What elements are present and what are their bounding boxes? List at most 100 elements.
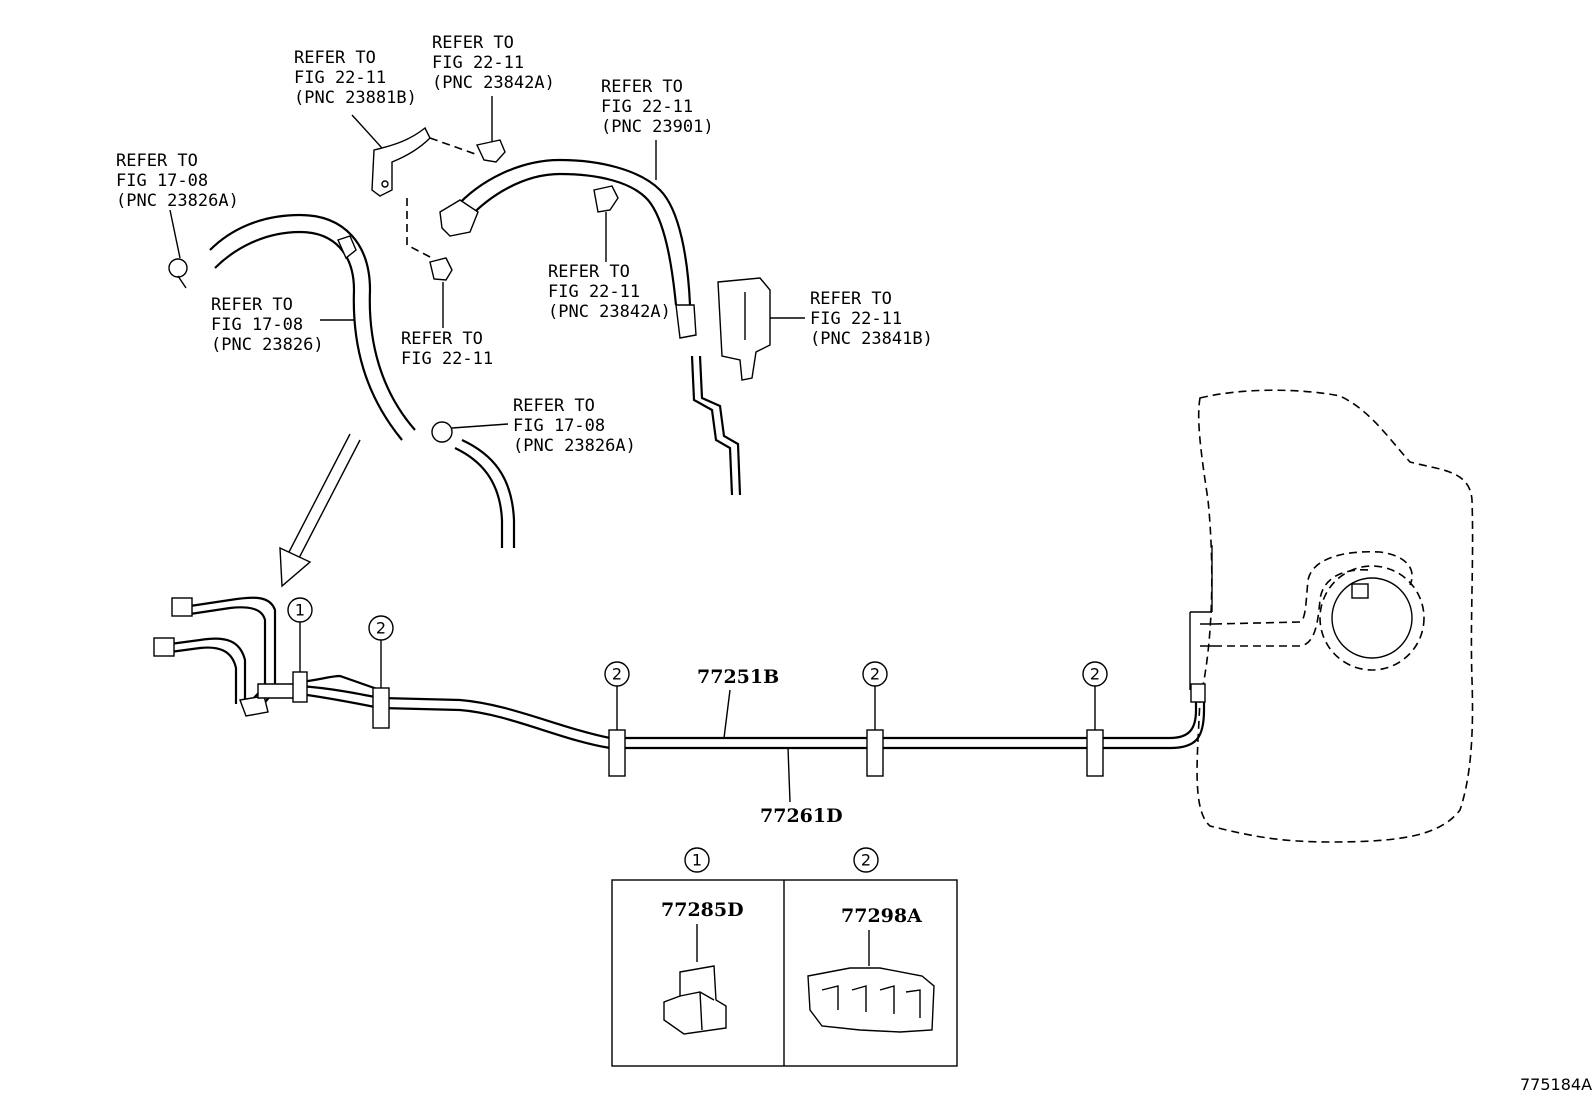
- hose-outline: [454, 158, 692, 306]
- callout-pnc-23826a-bottom: REFER TO FIG 17-08 (PNC 23826A): [513, 396, 636, 456]
- pump-fitting: [1351, 583, 1369, 599]
- tank-inner-line: [1214, 569, 1371, 647]
- callout-line: FIG 17-08: [116, 171, 208, 191]
- tube-end-left: [189, 596, 277, 707]
- breather-hose-part: [209, 213, 416, 441]
- callout-line: FIG 22-11: [432, 53, 524, 73]
- clamp-type-2: [1086, 729, 1104, 777]
- part-number-clamp-1: 77285D: [661, 899, 744, 921]
- hose-clamp-bottom: [431, 421, 516, 548]
- marker-number: 2: [612, 665, 622, 684]
- tank-pipe: [1200, 623, 1214, 647]
- callout-line: REFER TO: [294, 48, 376, 68]
- clip-shape: [593, 185, 619, 213]
- marker-circle: [684, 847, 710, 873]
- callout-line: REFER TO: [601, 77, 683, 97]
- hose-tab: [337, 235, 357, 260]
- clip-part-top: [475, 96, 506, 163]
- callout-line: (PNC 23826A): [116, 191, 239, 211]
- callout-line: (PNC 23881B): [294, 88, 417, 108]
- bolt-head: [429, 257, 453, 281]
- connector-end: [171, 597, 193, 617]
- hose-outline: [209, 213, 416, 431]
- callout-pnc-23901: REFER TO FIG 22-11 (PNC 23901): [601, 77, 714, 137]
- tube-upper: [299, 684, 1198, 740]
- pipe-line: [454, 447, 504, 548]
- leader-line: [451, 423, 509, 429]
- clamp-2-drawing: [807, 967, 935, 1033]
- callout-line: FIG 22-11: [548, 282, 640, 302]
- callout-line: FIG 22-11: [601, 97, 693, 117]
- marker-circle: [853, 847, 879, 873]
- leader-line: [169, 209, 181, 259]
- clamp-1-drawing: [663, 965, 727, 1035]
- leader-line: [787, 747, 791, 803]
- tank-inner-line: [1213, 550, 1413, 625]
- bracket-hole: [381, 180, 389, 188]
- marker-number: 2: [376, 619, 386, 638]
- clamp-legend: 1 2 77285D 77298A: [611, 847, 958, 1067]
- canister-part: [717, 277, 805, 381]
- dashed-leader: [406, 198, 433, 259]
- callout-line: REFER TO: [548, 262, 630, 282]
- callout-line: (PNC 23826): [211, 335, 324, 355]
- clamp-ring: [168, 258, 188, 278]
- tank-connector: [1190, 683, 1206, 703]
- clip-part-mid: [593, 185, 619, 262]
- fuel-tubes: [153, 596, 1206, 750]
- connector-end: [257, 683, 299, 699]
- callout-pnc-23826a-top: REFER TO FIG 17-08 (PNC 23826A): [116, 151, 239, 211]
- callout-line: (PNC 23901): [601, 117, 714, 137]
- callout-pnc-23826: REFER TO FIG 17-08 (PNC 23826): [211, 295, 324, 355]
- callout-line: REFER TO: [432, 33, 514, 53]
- marker-number: 1: [295, 601, 305, 620]
- connector-end: [239, 695, 269, 717]
- callout-line: (PNC 23841B): [810, 329, 933, 349]
- callout-line: (PNC 23842A): [548, 302, 671, 322]
- pipe-line: [461, 439, 516, 548]
- callout-line: FIG 17-08: [211, 315, 303, 335]
- line-clamps: [292, 622, 1104, 777]
- hose-cap: [439, 199, 479, 237]
- clamp-type-2: [608, 729, 626, 777]
- marker-number: 2: [861, 851, 871, 870]
- callout-pnc-23842a-top: REFER TO FIG 22-11 (PNC 23842A): [432, 33, 555, 93]
- tube-end-left: [189, 606, 267, 701]
- leader-line: [351, 114, 383, 149]
- clamp-tab: [177, 275, 187, 289]
- marker-1-line: 1: [287, 597, 313, 623]
- marker-2-line-a: 2: [368, 615, 394, 641]
- dashed-leader: [429, 137, 479, 156]
- callout-line: REFER TO: [211, 295, 293, 315]
- tube-end-left-2: [169, 646, 238, 704]
- callout-pnc-23881b: REFER TO FIG 22-11 (PNC 23881B): [294, 48, 417, 108]
- direction-arrow: [279, 433, 361, 588]
- arrow-shaft: [287, 433, 361, 561]
- callout-pnc-23842a-mid: REFER TO FIG 22-11 (PNC 23842A): [548, 262, 671, 322]
- callout-line: FIG 22-11: [294, 68, 386, 88]
- callout-line: REFER TO: [116, 151, 198, 171]
- bracket-part: [351, 114, 479, 259]
- callout-pnc-23841b: REFER TO FIG 22-11 (PNC 23841B): [810, 289, 933, 349]
- pump-circle: [1319, 565, 1425, 671]
- clamp-type-2: [372, 687, 390, 729]
- marker-number: 2: [1090, 665, 1100, 684]
- legend-marker-2: 2: [853, 847, 879, 873]
- marker-2-line-c: 2: [862, 661, 888, 687]
- callout-line: FIG 22-11: [401, 349, 493, 369]
- marker-2-line-b: 2: [604, 661, 630, 687]
- part-number-upper-tube: 77251B: [697, 666, 779, 688]
- bolt-part: [429, 257, 453, 328]
- clamp-type-2: [866, 729, 884, 777]
- tank-shape: [1196, 389, 1474, 843]
- marker-number: 2: [870, 665, 880, 684]
- filler-hose-part: [439, 140, 697, 339]
- hose-end: [675, 304, 697, 339]
- hose-outline: [214, 230, 403, 441]
- clamp-1-detail: [679, 991, 715, 1031]
- connector-end: [153, 637, 175, 657]
- tube-end-left-2: [169, 637, 247, 700]
- clamp-type-1: [292, 671, 308, 703]
- callout-fig-22-11-bolt: REFER TO FIG 22-11: [401, 329, 493, 369]
